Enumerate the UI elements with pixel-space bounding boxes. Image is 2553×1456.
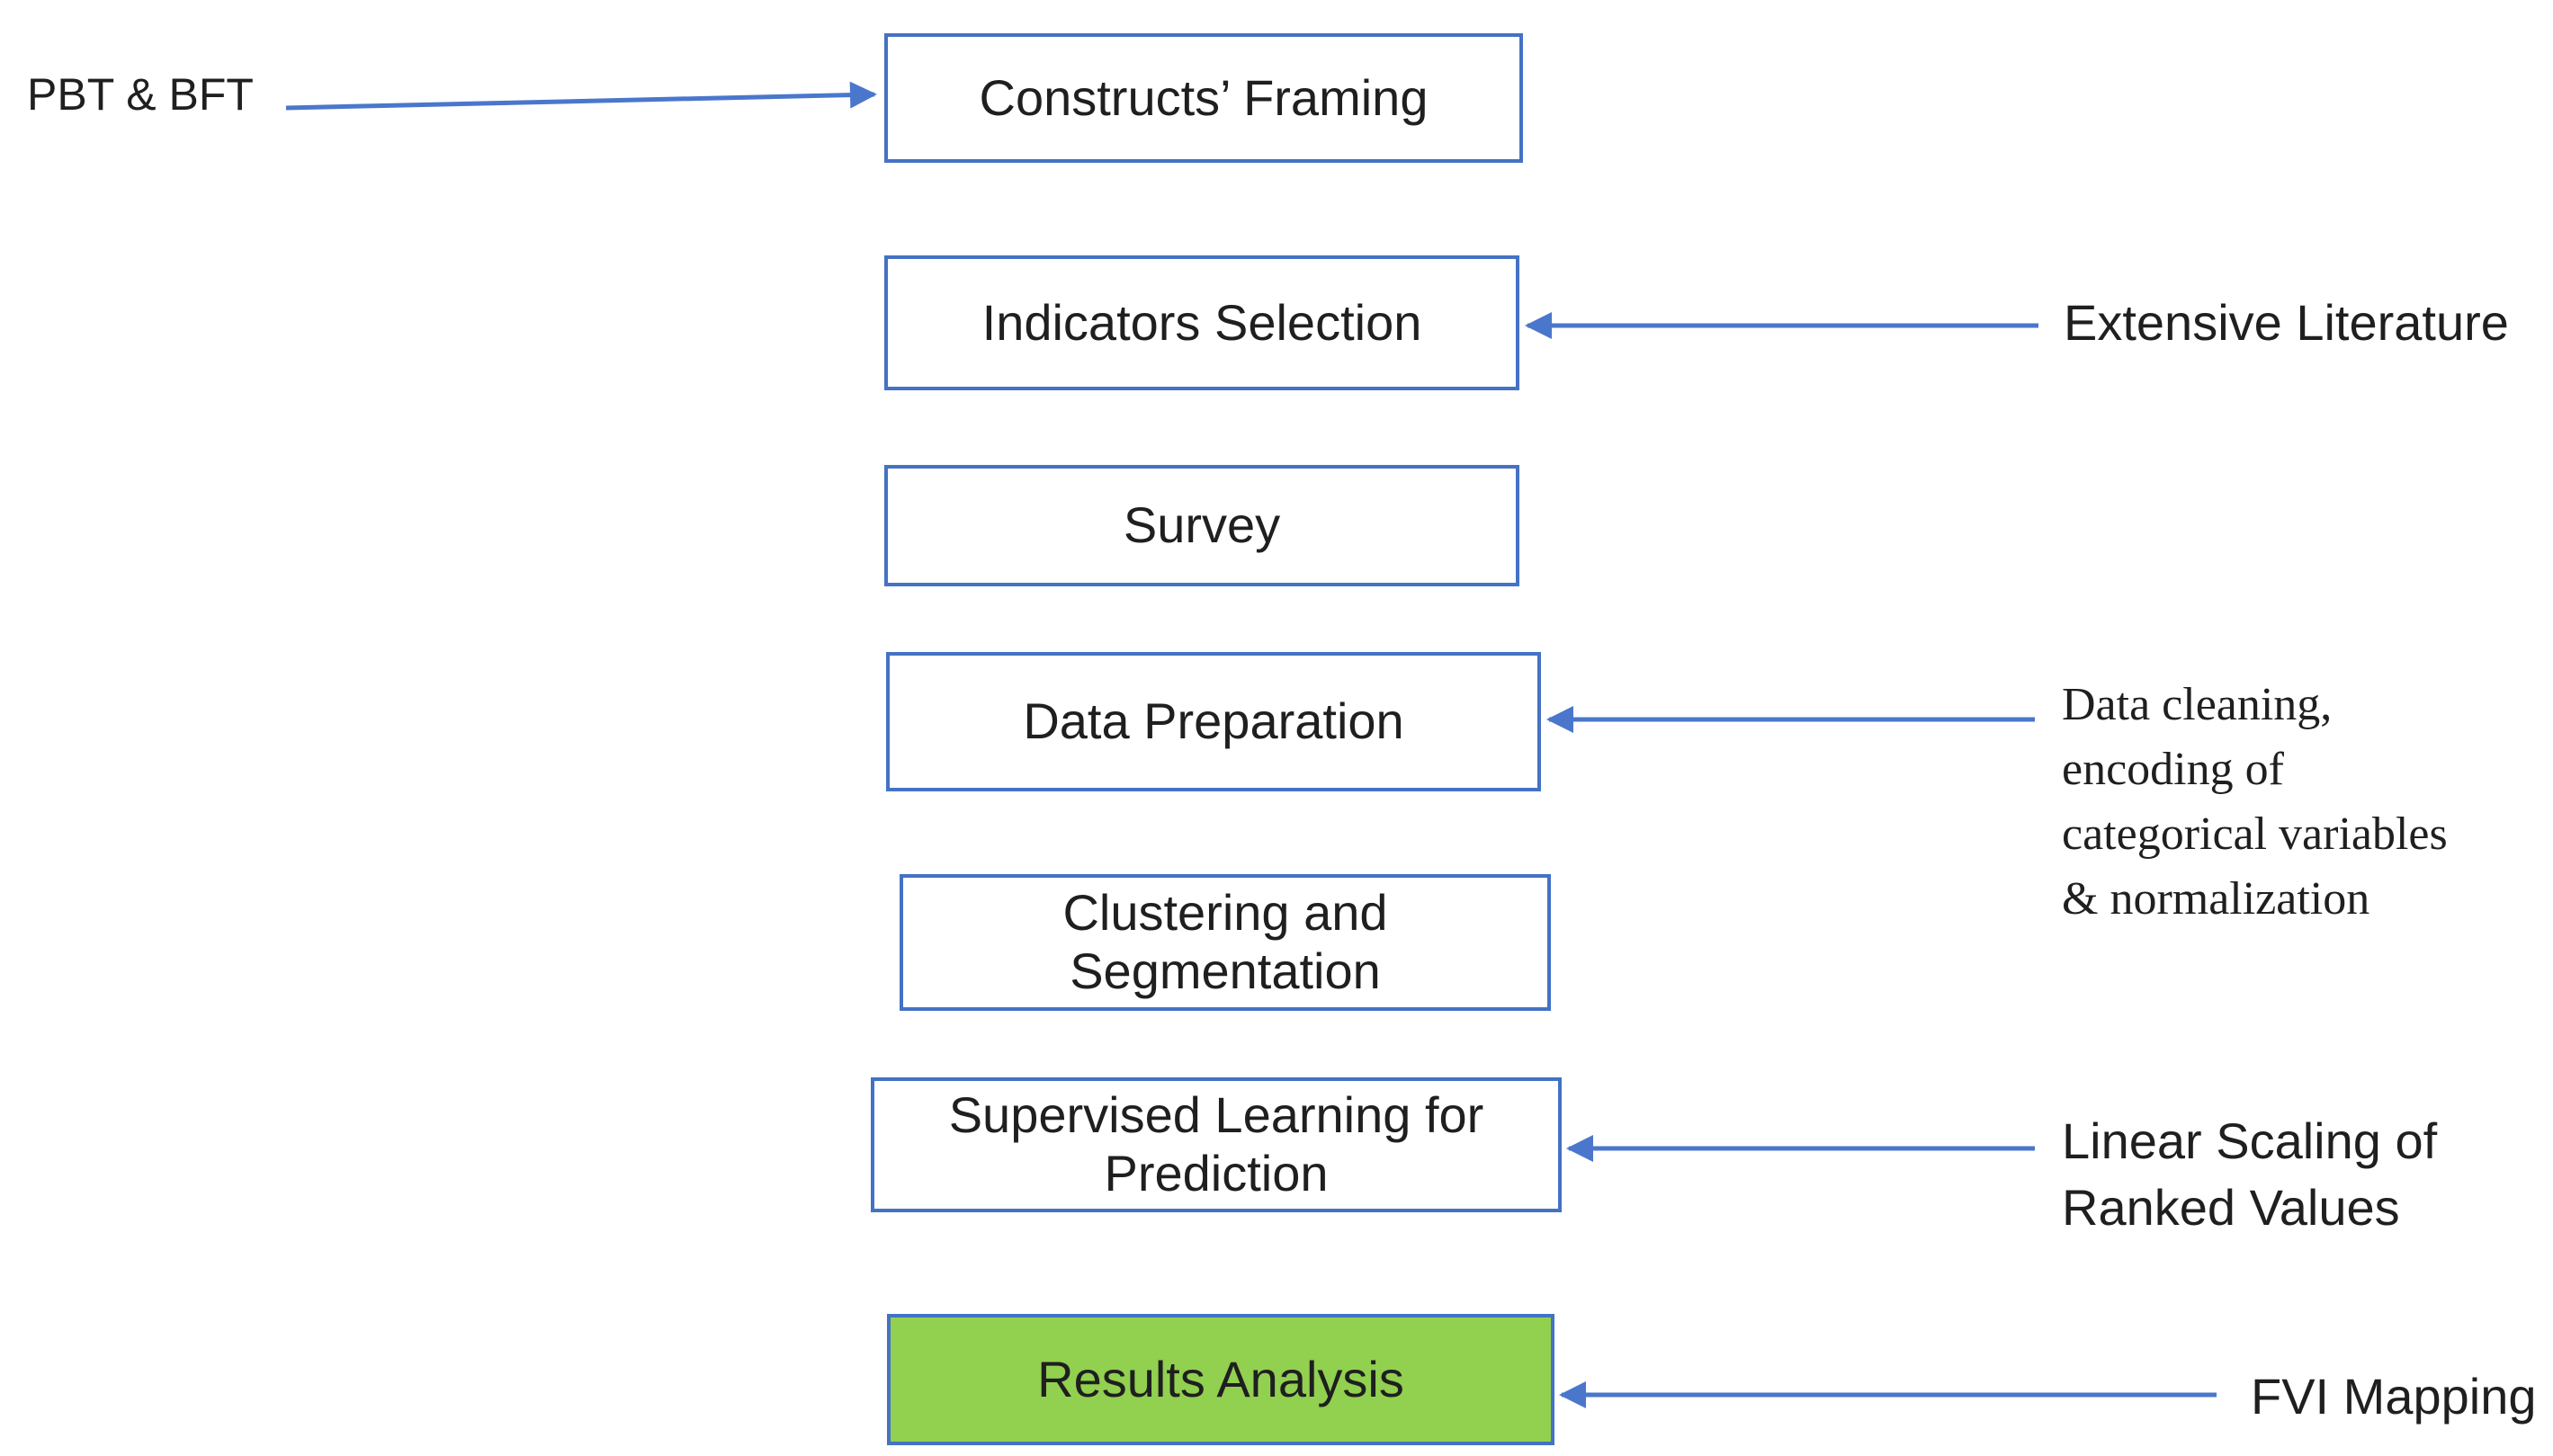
annotation-linear-scaling: Linear Scaling of Ranked Values xyxy=(2062,1112,2438,1236)
flow-box-data-preparation: Data Preparation xyxy=(886,652,1541,791)
box-label: Clustering and Segmentation xyxy=(1062,884,1388,999)
box-label: Survey xyxy=(1123,496,1281,554)
box-label: Constructs’ Framing xyxy=(979,68,1429,126)
flow-box-constructs-framing: Constructs’ Framing xyxy=(884,33,1523,163)
arrow-pbt-bft-to-constructs xyxy=(285,81,877,111)
annotation-extensive-literature: Extensive Literature xyxy=(2064,294,2509,351)
flow-box-supervised-learning: Supervised Learning for Prediction xyxy=(871,1077,1562,1212)
flow-box-clustering-segmentation: Clustering and Segmentation xyxy=(900,874,1551,1011)
box-label: Results Analysis xyxy=(1037,1350,1404,1407)
box-label: Data Preparation xyxy=(1023,692,1404,750)
flow-box-survey: Survey xyxy=(884,465,1519,586)
annotation-data-cleaning: Data cleaning, encoding of categorical v… xyxy=(2062,679,2448,925)
box-label: Indicators Selection xyxy=(981,293,1422,351)
flow-box-results-analysis: Results Analysis xyxy=(887,1314,1554,1445)
flow-box-indicators-selection: Indicators Selection xyxy=(884,255,1519,390)
box-label: Supervised Learning for Prediction xyxy=(948,1086,1484,1201)
annotation-pbt-bft: PBT & BFT xyxy=(27,69,254,120)
annotation-fvi-mapping: FVI Mapping xyxy=(2251,1368,2537,1425)
